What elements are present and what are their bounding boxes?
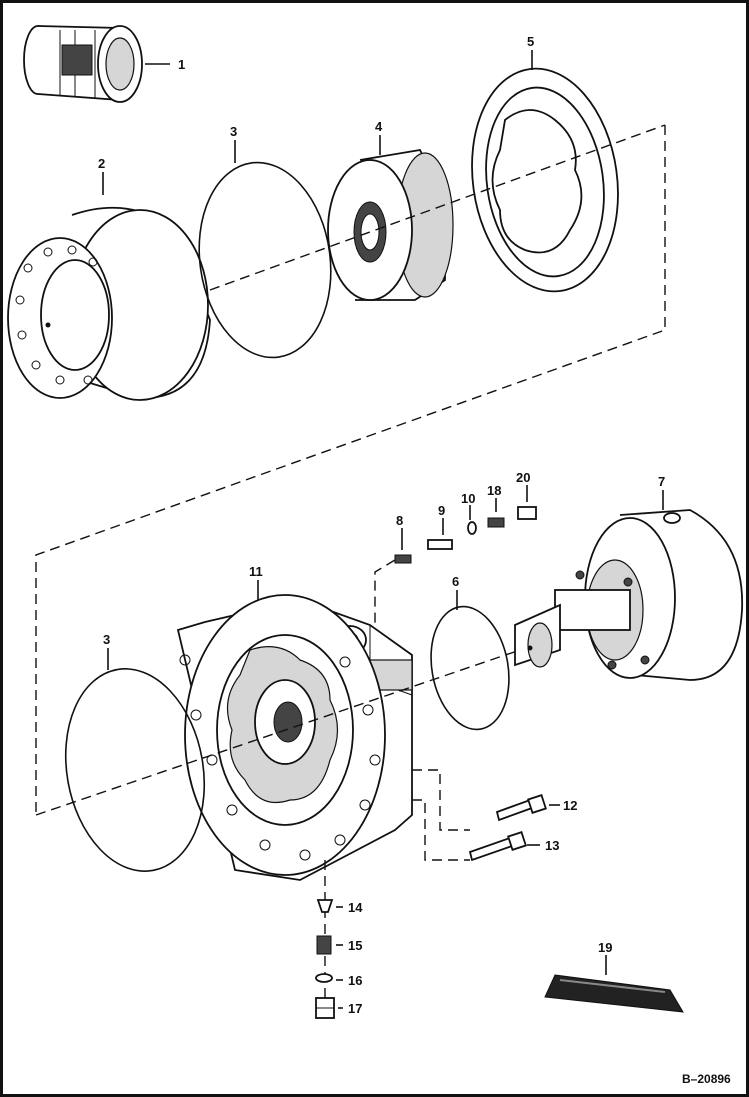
- center-axis-lower: [35, 649, 521, 816]
- part-2-end-cover: [7, 172, 211, 401]
- callout-16: 16: [348, 973, 362, 988]
- callout-4: 4: [375, 119, 383, 134]
- part-5-stator-ring: [471, 50, 619, 293]
- callout-14: 14: [348, 900, 363, 915]
- callout-7: 7: [658, 474, 665, 489]
- center-axis-upper: [209, 124, 666, 291]
- callout-18: 18: [487, 483, 501, 498]
- part-16-oring: [315, 973, 343, 983]
- part-4-rotor-set: [327, 135, 454, 301]
- part-13-bolt: [468, 831, 540, 862]
- part-17-plug: [315, 997, 343, 1019]
- callout-3-upper: 3: [230, 124, 237, 139]
- part-1-motor-assembly: [23, 25, 170, 103]
- assembly-line-upper: [35, 125, 666, 815]
- callout-8: 8: [396, 513, 403, 528]
- callout-5: 5: [527, 34, 534, 49]
- part-11-main-housing: [176, 580, 413, 881]
- callout-19: 19: [598, 940, 612, 955]
- callout-13: 13: [545, 838, 559, 853]
- part-15-spring: [316, 935, 343, 955]
- figure-reference: B–20896: [682, 1072, 731, 1086]
- callout-6: 6: [452, 574, 459, 589]
- callout-9: 9: [438, 503, 445, 518]
- callout-20: 20: [516, 470, 530, 485]
- callout-17: 17: [348, 1001, 362, 1016]
- part-3-seal-ring-upper: [198, 140, 332, 359]
- callout-15: 15: [348, 938, 362, 953]
- callout-12: 12: [563, 798, 577, 813]
- part-14-poppet: [316, 899, 343, 913]
- bolt-guide-13: [412, 799, 470, 861]
- callout-1: 1: [178, 57, 185, 72]
- bolt-guide-12: [412, 769, 470, 831]
- part-19-decal: [544, 955, 684, 1013]
- callout-3-lower: 3: [103, 632, 110, 647]
- relief-valve-parts: [374, 485, 537, 640]
- callout-10: 10: [461, 491, 475, 506]
- part-12-bolt: [495, 794, 560, 822]
- callout-11: 11: [249, 564, 263, 579]
- part-7-shaft-housing: [514, 490, 743, 681]
- part-6-seal-ring: [430, 590, 510, 731]
- callout-2: 2: [98, 156, 105, 171]
- part-3-seal-ring-lower: [64, 648, 206, 872]
